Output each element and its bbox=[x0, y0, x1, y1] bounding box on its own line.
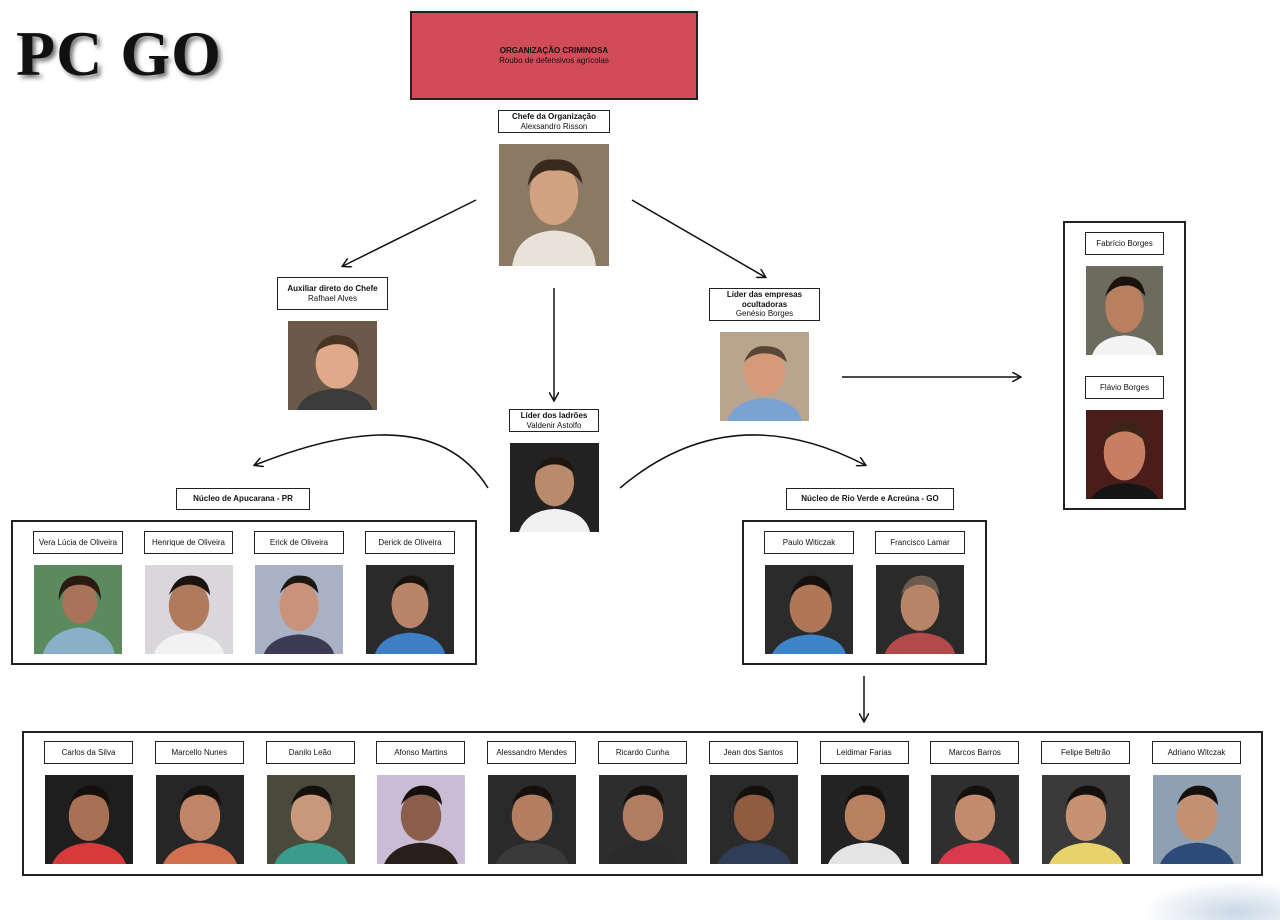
arrow-to-rioverde bbox=[619, 434, 865, 489]
apucarana-title: Núcleo de Apucarana - PR bbox=[176, 488, 310, 510]
arrow-to-apucarana bbox=[255, 434, 489, 489]
bottom-member-label: Felipe Beltrão bbox=[1041, 741, 1131, 764]
apucarana-member-label: Erick de Oliveira bbox=[254, 531, 344, 554]
borges-member-label: Flávio Borges bbox=[1085, 376, 1164, 399]
chief-role: Chefe da Organização bbox=[511, 112, 597, 121]
bottom-member-photo bbox=[931, 775, 1020, 864]
bottom-member-label: Leidimar Farias bbox=[819, 741, 909, 764]
bottom-member-label: Ricardo Cunha bbox=[598, 741, 687, 764]
bottom-member-photo bbox=[266, 775, 355, 864]
thieves-leader-role: Líder dos ladrões bbox=[520, 411, 588, 420]
front-leader-photo bbox=[720, 332, 809, 421]
apucarana-member-label: Henrique de Oliveira bbox=[144, 531, 233, 554]
borges-member-photo bbox=[1086, 266, 1163, 355]
bottom-member-label: Danilo Leão bbox=[265, 741, 355, 764]
bottom-member-photo bbox=[45, 775, 133, 864]
assistant-photo bbox=[288, 321, 377, 410]
bottom-member-label: Marcello Nunes bbox=[154, 741, 244, 764]
bottom-member-label: Marcos Barros bbox=[930, 741, 1020, 764]
chief-label: Chefe da Organização Alexsandro Risson bbox=[498, 110, 610, 133]
borges-member-label: Fabrício Borges bbox=[1085, 232, 1164, 255]
bottom-member-photo bbox=[599, 775, 687, 864]
bottom-member-label: Alessandro Mendes bbox=[487, 741, 577, 764]
assistant-label: Auxiliar direto do Chefe Rafhael Alves bbox=[277, 277, 388, 310]
thieves-leader-photo bbox=[510, 443, 599, 532]
apucarana-member-photo bbox=[366, 565, 454, 654]
bottom-member-photo bbox=[1153, 775, 1241, 864]
rioverde-member-photo bbox=[876, 565, 964, 654]
borges-member-photo bbox=[1086, 410, 1163, 499]
bottom-member-photo bbox=[488, 775, 577, 864]
rioverde-title: Núcleo de Rio Verde e Acreúna - GO bbox=[786, 488, 954, 510]
chief-photo bbox=[499, 144, 609, 266]
organization-subtitle: Roubo de defensivos agrícolas bbox=[499, 55, 609, 65]
organization-box: ORGANIZAÇÃO CRIMINOSA Roubo de defensivo… bbox=[410, 11, 698, 100]
assistant-name: Rafhael Alves bbox=[308, 293, 357, 303]
apucarana-member-label: Vera Lúcia de Oliveira bbox=[33, 531, 123, 554]
thieves-leader-name: Valdenir Astolfo bbox=[526, 420, 582, 430]
rioverde-member-label: Francisco Lamar bbox=[875, 531, 965, 554]
apucarana-member-label: Derick de Oliveira bbox=[365, 531, 455, 554]
rioverde-member-photo bbox=[765, 565, 853, 654]
bottom-member-label: Carlos da Silva bbox=[44, 741, 133, 764]
pc-go-logo: PC GO bbox=[16, 18, 222, 89]
apucarana-member-photo bbox=[145, 565, 233, 654]
bottom-member-photo bbox=[820, 775, 909, 864]
organization-title: ORGANIZAÇÃO CRIMINOSA bbox=[499, 45, 609, 55]
front-leader-role: Líder das empresas ocultadoras bbox=[726, 290, 803, 309]
chief-name: Alexsandro Risson bbox=[520, 121, 588, 131]
bottom-member-photo bbox=[155, 775, 244, 864]
bottom-member-photo bbox=[709, 775, 798, 864]
arrow-chief-to-front-leader bbox=[631, 199, 765, 277]
bottom-member-label: Adriano Witczak bbox=[1152, 741, 1241, 764]
bottom-shade bbox=[1140, 880, 1280, 920]
assistant-role: Auxiliar direto do Chefe bbox=[287, 284, 378, 293]
bottom-member-photo bbox=[377, 775, 466, 864]
bottom-member-label: Jean dos Santos bbox=[708, 741, 798, 764]
front-leader-name: Genésio Borges bbox=[735, 309, 794, 319]
bottom-member-label: Afonso Martins bbox=[376, 741, 466, 764]
apucarana-member-photo bbox=[255, 565, 343, 654]
apucarana-member-photo bbox=[34, 565, 122, 654]
front-leader-label: Líder das empresas ocultadoras Genésio B… bbox=[709, 288, 820, 321]
arrow-chief-to-assistant bbox=[343, 199, 477, 266]
rioverde-member-label: Paulo Witiczak bbox=[764, 531, 854, 554]
thieves-leader-label: Líder dos ladrões Valdenir Astolfo bbox=[509, 409, 599, 432]
bottom-member-photo bbox=[1042, 775, 1131, 864]
